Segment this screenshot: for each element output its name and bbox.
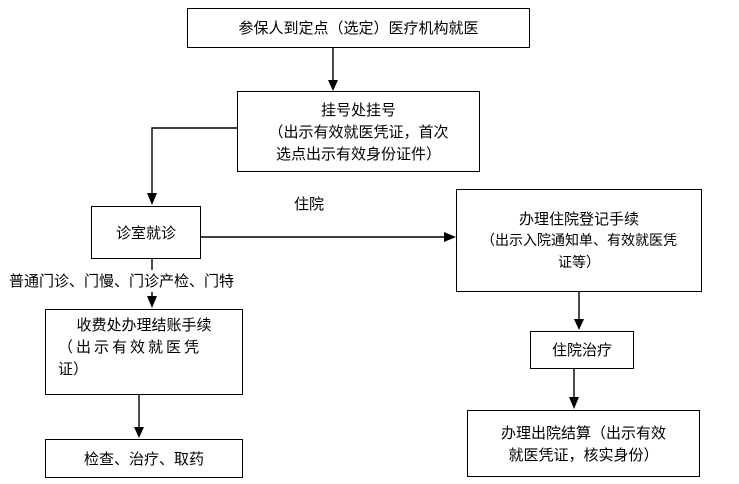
node-inpatient-treatment: 住院治疗 bbox=[530, 331, 634, 369]
arrowhead-treatment bbox=[574, 319, 584, 330]
node-discharge-line-2: 就医凭证，核实身份） bbox=[508, 445, 659, 464]
arrow-register-to-clinic bbox=[151, 127, 237, 194]
node-register-title: 挂号处挂号 bbox=[320, 100, 396, 119]
arrowhead-check bbox=[134, 427, 144, 438]
edge-label-outpatient-types: 普通门诊、门慢、门诊产检、门特 bbox=[9, 270, 235, 292]
node-clinic-text: 诊室就诊 bbox=[115, 223, 176, 242]
node-hospitalize: 办理住院登记手续 （出示入院通知单、有效就医凭 证等） bbox=[456, 189, 702, 292]
node-hospitalize-title: 办理住院登记手续 bbox=[518, 209, 639, 228]
node-payment-note-1: （出示有效就医凭 bbox=[58, 338, 203, 356]
node-hospitalize-note-2: 证等） bbox=[558, 254, 600, 271]
node-payment: 收费处办理结账手续 （出示有效就医凭 证） bbox=[45, 309, 243, 395]
node-payment-title: 收费处办理结账手续 bbox=[76, 316, 212, 334]
node-discharge-line-1: 办理出院结算（出示有效 bbox=[500, 423, 666, 442]
node-check-text: 检查、治疗、取药 bbox=[83, 449, 204, 468]
node-check: 检查、治疗、取药 bbox=[45, 439, 243, 478]
node-inpatient-treatment-text: 住院治疗 bbox=[551, 341, 612, 359]
arrowhead-discharge bbox=[569, 397, 579, 409]
arrowhead-register bbox=[328, 80, 338, 91]
node-hospitalize-note-1: （出示入院通知单、有效就医凭 bbox=[481, 232, 677, 249]
arrowhead-clinic bbox=[147, 193, 157, 205]
node-start: 参保人到定点（选定）医疗机构就医 bbox=[187, 8, 530, 48]
node-register-note-2: 选点出示有效身份证件） bbox=[275, 144, 441, 163]
node-register: 挂号处挂号 （出示有效就医凭证，首次 选点出示有效身份证件） bbox=[237, 91, 480, 172]
arrowhead-payment bbox=[147, 296, 157, 308]
edge-label-hospitalization: 住院 bbox=[294, 195, 325, 213]
node-clinic: 诊室就诊 bbox=[91, 206, 201, 259]
node-register-note-1: （出示有效就医凭证，首次 bbox=[268, 122, 449, 141]
arrowhead-hospitalize bbox=[444, 232, 456, 242]
node-payment-note-2: 证） bbox=[58, 360, 89, 378]
node-discharge: 办理出院结算（出示有效 就医凭证，核实身份） bbox=[467, 410, 700, 477]
node-start-text: 参保人到定点（选定）医疗机构就医 bbox=[238, 19, 479, 37]
